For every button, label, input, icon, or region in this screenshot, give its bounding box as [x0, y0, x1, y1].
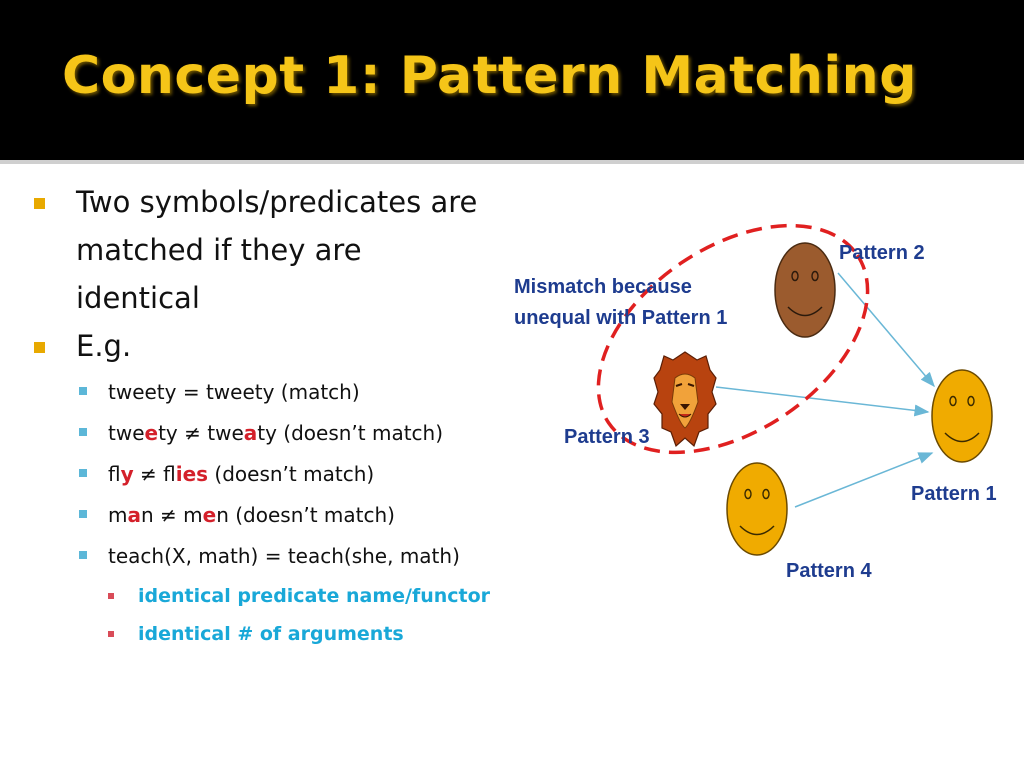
- mismatch-label-line1: Mismatch because: [514, 276, 692, 298]
- sub-sub-bullet-marker: [108, 631, 114, 637]
- arrow-pattern2-to-pattern1: [837, 272, 935, 388]
- example-highlight: a: [127, 503, 141, 527]
- bullet-example-heading: E.g.: [0, 322, 560, 370]
- rule-text: identical predicate name/functor: [138, 585, 491, 607]
- example-pre: fl: [108, 462, 121, 486]
- arrow-pattern3-to-pattern1: [715, 386, 930, 417]
- mismatch-group-outline: [596, 223, 870, 455]
- example-highlight: a: [243, 421, 258, 445]
- sub-bullet-marker: [79, 510, 87, 518]
- arrow-pattern4-to-pattern1: [794, 452, 934, 508]
- pattern1-face-icon: [931, 369, 993, 463]
- sub-bullet-marker: [79, 428, 87, 436]
- example-highlight: y: [120, 462, 134, 486]
- example-post: n (doesn’t match): [216, 503, 395, 527]
- bullet-marker: [34, 198, 45, 209]
- pattern4-label: Pattern 4: [786, 560, 872, 582]
- sub-sub-bullet-marker: [108, 593, 114, 599]
- title-bar: Concept 1: Pattern Matching: [0, 0, 1024, 160]
- example-tweety-mismatch: tweety ≠ tweaty (doesn’t match): [0, 413, 560, 454]
- rule-predicate-name: identical predicate name/functor: [0, 577, 560, 615]
- slide-title: Concept 1: Pattern Matching: [62, 46, 917, 106]
- example-tweety-match: tweety = tweety (match): [0, 372, 560, 413]
- example-pre: m: [108, 503, 128, 527]
- example-pre: twe: [108, 421, 145, 445]
- bullet-list: Two symbols/predicates are matched if th…: [0, 178, 560, 653]
- pattern1-label: Pattern 1: [911, 483, 997, 505]
- pattern2-label: Pattern 2: [839, 242, 925, 264]
- example-fly-mismatch: fly ≠ flies (doesn’t match): [0, 454, 560, 495]
- example-mid: ≠ fl: [133, 462, 176, 486]
- example-highlight: e: [202, 503, 217, 527]
- bullet-example-text: E.g.: [76, 329, 132, 363]
- example-post: ty (doesn’t match): [257, 421, 444, 445]
- example-teach-match: teach(X, math) = teach(she, math): [0, 536, 560, 577]
- sub-bullet-marker: [79, 551, 87, 559]
- sub-bullet-marker: [79, 387, 87, 395]
- example-highlight: ies: [175, 462, 209, 486]
- bullet-definition-line1: Two symbols/predicates are: [76, 185, 478, 219]
- example-text: tweety = tweety (match): [108, 380, 360, 404]
- example-mid: ty ≠ twe: [158, 421, 244, 445]
- bullet-definition-line2: matched if they are: [76, 233, 362, 267]
- pattern3-label: Pattern 3: [564, 426, 650, 448]
- sub-bullet-marker: [79, 469, 87, 477]
- rule-argument-count: identical # of arguments: [0, 615, 560, 653]
- bullet-definition: Two symbols/predicates are matched if th…: [0, 178, 560, 322]
- title-divider: [0, 160, 1024, 164]
- example-text: teach(X, math) = teach(she, math): [108, 544, 460, 568]
- pattern4-face-icon: [726, 462, 788, 556]
- bullet-definition-line3: identical: [76, 281, 200, 315]
- rule-text: identical # of arguments: [138, 623, 404, 645]
- pattern2-face-icon: [774, 242, 836, 338]
- mismatch-label-line2: unequal with Pattern 1: [514, 307, 728, 329]
- bullet-marker: [34, 342, 45, 353]
- example-man-mismatch: man ≠ men (doesn’t match): [0, 495, 560, 536]
- mismatch-label: Mismatch because unequal with Pattern 1: [514, 272, 727, 334]
- pattern3-lion-icon: [653, 351, 717, 448]
- example-post: (doesn’t match): [208, 462, 375, 486]
- example-mid: n ≠ m: [140, 503, 203, 527]
- example-highlight: e: [144, 421, 159, 445]
